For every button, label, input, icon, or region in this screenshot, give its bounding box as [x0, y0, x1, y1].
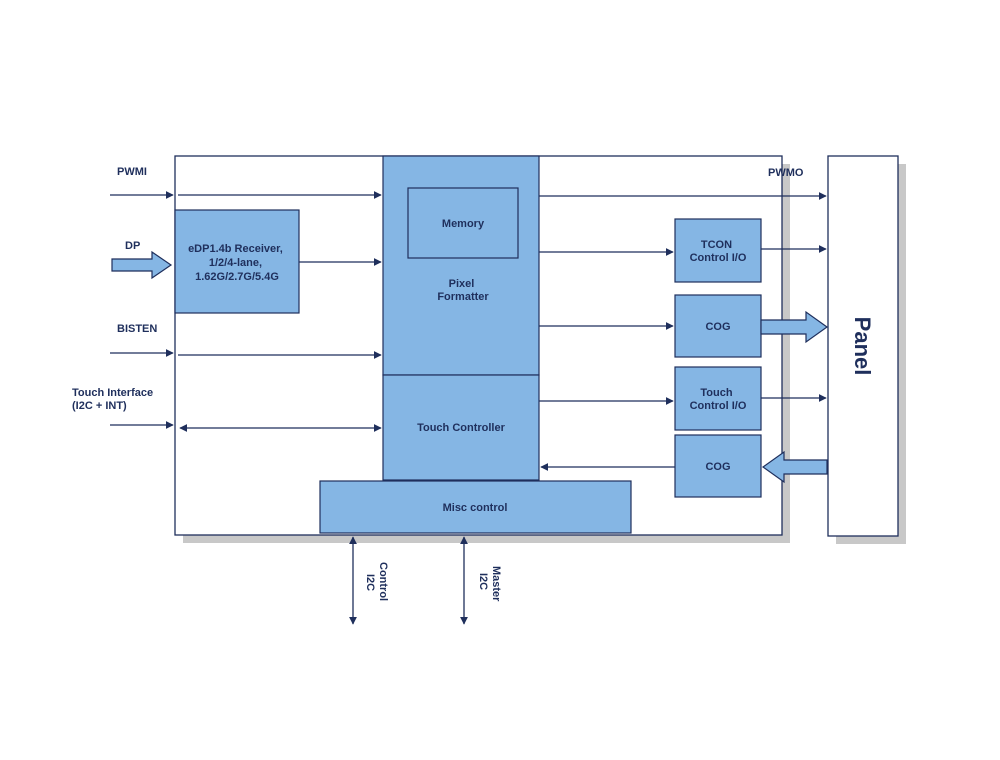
- pixel-formatter-line-1: Pixel: [449, 278, 475, 290]
- cog-to-panel-arrow: [760, 310, 829, 344]
- misc-control-block: [319, 480, 632, 534]
- edp-line-3: 1.62G/2.7G/5.4G: [195, 271, 279, 283]
- memory-label: Memory: [442, 218, 485, 230]
- misc-control-label: Misc control: [443, 502, 508, 514]
- edp-receiver-label: eDP1.4b Receiver, 1/2/4-lane, 1.62G/2.7G…: [188, 243, 286, 283]
- bisten-label: BISTEN: [117, 323, 157, 335]
- dp-input-arrow: [111, 250, 173, 280]
- touch-interface-line-2: (I2C + INT): [72, 400, 127, 412]
- touch-interface-line-1: Touch Interface: [72, 387, 153, 399]
- master-i2c-label-2: I2C: [477, 573, 489, 590]
- pixel-formatter-line-2: Formatter: [437, 291, 489, 303]
- panel-label: Panel: [850, 317, 875, 376]
- touch-io-line-1: Touch: [700, 387, 732, 399]
- touch-io-line-2: Control I/O: [690, 400, 747, 412]
- tcon-line-1: TCON: [701, 239, 732, 251]
- master-i2c-label-1: Master: [490, 566, 502, 602]
- cog-top-label: COG: [705, 321, 730, 333]
- touch-controller-label: Touch Controller: [417, 422, 506, 434]
- cog-top-block: [674, 294, 762, 358]
- tcon-line-2: Control I/O: [690, 252, 747, 264]
- edp-line-1: eDP1.4b Receiver,: [188, 243, 283, 255]
- pwmi-label: PWMI: [117, 166, 147, 178]
- memory-block: [407, 187, 519, 259]
- dp-label: DP: [125, 240, 140, 252]
- pixel-formatter-label: Pixel Formatter: [437, 278, 489, 303]
- control-i2c-label-2: I2C: [364, 574, 376, 591]
- cog-bottom-block: [674, 434, 762, 498]
- touch-controller-block: [382, 374, 540, 481]
- pwmo-label: PWMO: [768, 167, 804, 179]
- cog-bottom-label: COG: [705, 461, 730, 473]
- panel-box: [827, 155, 899, 537]
- edp-line-2: 1/2/4-lane,: [209, 257, 262, 269]
- tcon-control-label: TCON Control I/O: [690, 239, 747, 264]
- touch-interface-label: Touch Interface (I2C + INT): [72, 387, 156, 412]
- tcon-control-block: [674, 218, 762, 283]
- panel-to-cog-arrow: [761, 450, 828, 484]
- control-i2c-label-1: Control: [377, 562, 389, 601]
- touch-control-io-label: Touch Control I/O: [690, 387, 747, 412]
